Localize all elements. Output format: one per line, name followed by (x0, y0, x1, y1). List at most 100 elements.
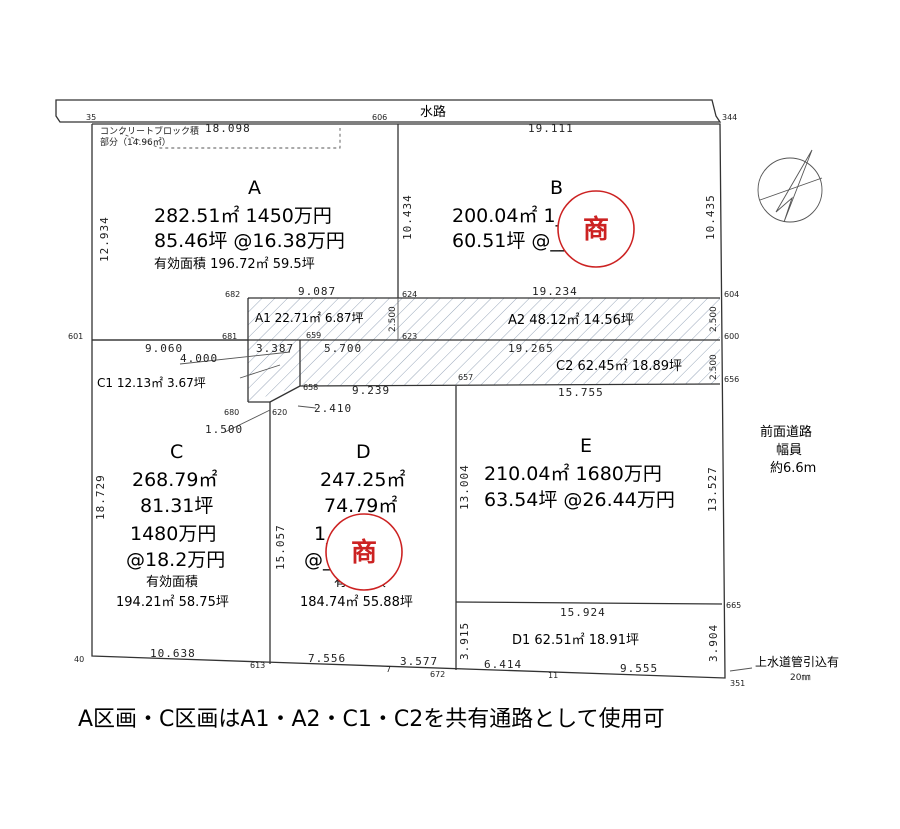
shared-passage-c1c2 (248, 340, 720, 402)
dim-c-bottom: 10.638 (150, 647, 196, 660)
dim-1500: 1.500 (205, 423, 243, 436)
north-compass-icon (757, 149, 823, 223)
lot-e-name: E (580, 435, 592, 457)
dim-d1-bottom-2: 9.555 (620, 662, 658, 675)
pt-680: 680 (224, 408, 239, 417)
leader-pipe (729, 667, 753, 672)
pt-601: 601 (68, 332, 83, 341)
dim-a-bottom: 9.087 (298, 285, 336, 298)
footnote: A区画・C区画はA1・A2・C1・C2を共有通路として使用可 (78, 707, 665, 732)
pt-351: 351 (730, 679, 745, 688)
lot-a-line1: 282.51㎡ 1450万円 (154, 204, 332, 227)
shared-c2: C2 62.45㎡ 18.89坪 (556, 359, 682, 374)
lot-c-line3: 1480万円 (130, 523, 216, 545)
waterway-band (55, 99, 722, 123)
pt-35: 35 (86, 113, 96, 122)
pt-623: 623 (402, 332, 417, 341)
dim-b-bottom: 19.234 (532, 285, 578, 298)
outer-boundary (91, 123, 726, 679)
line-d1-top (455, 601, 723, 605)
dim-c2-left: 5.700 (324, 342, 362, 355)
lot-d-line2: 74.79㎡ (324, 494, 397, 517)
dim-a2-width: 2.500 (709, 306, 719, 332)
waterway-label: 水路 (420, 104, 446, 120)
pt-656: 656 (724, 375, 739, 384)
dim-d1-bottom-1: 6.414 (484, 658, 522, 671)
dim-c2-width: 2.500 (709, 354, 719, 380)
pt-613: 613 (250, 661, 265, 670)
dim-c1-top: 3.387 (256, 342, 294, 355)
water-pipe-line2: 20㎜ (790, 673, 810, 683)
pt-7: 7 (386, 665, 391, 674)
dim-de-divider: 13.004 (458, 464, 471, 510)
dim-4000: 4.000 (180, 352, 218, 365)
pt-658: 658 (303, 383, 318, 392)
leader-4000 (179, 351, 291, 365)
sold-seal-b-icon: 商 (557, 190, 635, 268)
shared-a1: A1 22.71㎡ 6.87坪 (255, 311, 364, 325)
dim-left-a: 12.934 (98, 216, 111, 262)
pt-682: 682 (225, 290, 240, 299)
lot-d-line6: 184.74㎡ 55.88坪 (300, 595, 413, 610)
dim-cd-divider: 15.057 (274, 524, 287, 570)
leader-2410 (297, 405, 317, 409)
block-note-line2: 部分（14.96㎡） (100, 136, 171, 148)
dim-c-left: 18.729 (94, 474, 107, 520)
lot-d-line1: 247.25㎡ (320, 468, 405, 491)
road-line2: 幅員 (776, 443, 802, 458)
dim-right-b: 10.435 (704, 194, 717, 240)
dim-ab-divider: 10.434 (401, 194, 414, 240)
lot-b-name: B (550, 177, 563, 199)
lot-c-name: C (170, 441, 183, 463)
water-pipe-line1: 上水道管引込有 (755, 654, 839, 669)
pt-681: 681 (222, 332, 237, 341)
svg-text:商: 商 (583, 214, 609, 245)
shared-d1: D1 62.51㎡ 18.91坪 (512, 633, 639, 648)
lot-a-line3: 有効面積 196.72㎡ 59.5坪 (154, 257, 315, 272)
shared-c1: C1 12.13㎡ 3.67坪 (97, 376, 206, 390)
pt-665: 665 (726, 601, 741, 610)
pt-606: 606 (372, 113, 387, 122)
pt-344: 344 (722, 113, 737, 122)
dim-d-bottom-1: 7.556 (308, 652, 346, 665)
lot-c-line5: 有効面積 (146, 575, 198, 590)
lot-c-line1: 268.79㎡ (132, 468, 217, 491)
dim-d1-right: 3.904 (707, 624, 720, 662)
dim-a1-width: 2.500 (388, 306, 398, 332)
lot-a-name: A (248, 177, 261, 199)
shared-a2: A2 48.12㎡ 14.56坪 (508, 313, 634, 328)
lot-a-line2: 85.46坪 @16.38万円 (154, 230, 345, 252)
dim-top-b: 19.111 (528, 122, 574, 135)
road-line3: 約6.6m (770, 461, 816, 476)
dim-e-right: 13.527 (706, 466, 719, 512)
leader-c1 (239, 364, 281, 379)
dim-c2-right: 19.265 (508, 342, 554, 355)
pt-600: 600 (724, 332, 739, 341)
lot-c-line2: 81.31坪 (140, 495, 213, 517)
sold-seal-d-icon: 商 (325, 513, 403, 591)
dim-e-top: 15.755 (558, 386, 604, 399)
svg-text:商: 商 (351, 537, 377, 568)
lot-d-name: D (356, 441, 371, 463)
block-note-line1: コンクリートブロック積 (100, 125, 199, 137)
road-line1: 前面道路 (760, 424, 812, 440)
pt-657: 657 (458, 373, 473, 382)
dim-d1-top: 15.924 (560, 606, 606, 619)
pt-40: 40 (74, 655, 84, 664)
pt-11: 11 (548, 671, 558, 680)
dim-2410: 2.410 (314, 402, 352, 415)
pt-672: 672 (430, 670, 445, 679)
lot-c-line4: @18.2万円 (126, 549, 225, 571)
lot-e-line1: 210.04㎡ 1680万円 (484, 462, 662, 485)
dim-d1-left: 3.915 (458, 622, 471, 660)
shared-passage-a1a2 (248, 298, 720, 340)
pt-624: 624 (402, 290, 417, 299)
line-d-e-top (299, 383, 721, 387)
pt-659: 659 (306, 331, 321, 340)
lot-e-line2: 63.54坪 @26.44万円 (484, 489, 675, 511)
dim-d-top: 9.239 (352, 384, 390, 397)
lot-c-line6: 194.21㎡ 58.75坪 (116, 595, 229, 610)
line-c1-diag2 (269, 385, 301, 403)
leader-1500 (224, 409, 271, 433)
